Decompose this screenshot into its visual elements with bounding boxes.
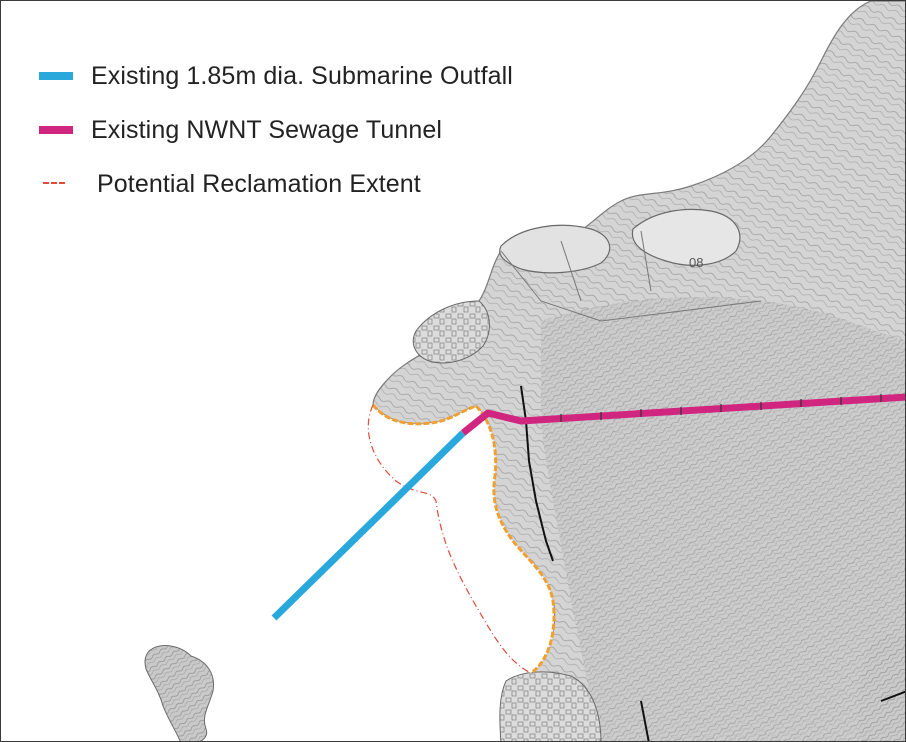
coastal-reclamation-north (499, 224, 611, 274)
tunnel-chainage-ticks (560, 394, 882, 422)
legend-label-outfall: Existing 1.85m dia. Submarine Outfall (91, 61, 513, 90)
tunnel-swatch (39, 126, 73, 134)
reclamation-shoreline (371, 404, 556, 675)
legend-item-reclamation: Potential Reclamation Extent (39, 157, 513, 211)
legend-item-tunnel: Existing NWNT Sewage Tunnel (39, 103, 513, 157)
legend-item-outfall: Existing 1.85m dia. Submarine Outfall (39, 49, 513, 103)
sewage-tunnel-line (460, 393, 905, 436)
utility-line-black (520, 385, 554, 562)
hill-terrain (541, 297, 905, 741)
reclamation-swatch (43, 182, 65, 186)
coastal-reclamation-pier (631, 208, 741, 266)
coastal-blocks-west (412, 300, 490, 364)
road-network (500, 230, 762, 322)
outfall-swatch (39, 72, 73, 80)
map-label: 08 (689, 255, 703, 270)
legend-label-reclamation: Potential Reclamation Extent (97, 169, 421, 198)
reclamation-extent-boundary (367, 404, 532, 674)
small-island (144, 645, 215, 741)
urban-area-south (499, 671, 602, 741)
legend-label-tunnel: Existing NWNT Sewage Tunnel (91, 115, 443, 144)
submarine-outfall-line (271, 430, 466, 621)
legend: Existing 1.85m dia. Submarine Outfall Ex… (39, 49, 513, 211)
utility-line-black-south (640, 690, 905, 741)
far-east-terrain (858, 634, 905, 741)
reclamation-area (368, 405, 555, 673)
